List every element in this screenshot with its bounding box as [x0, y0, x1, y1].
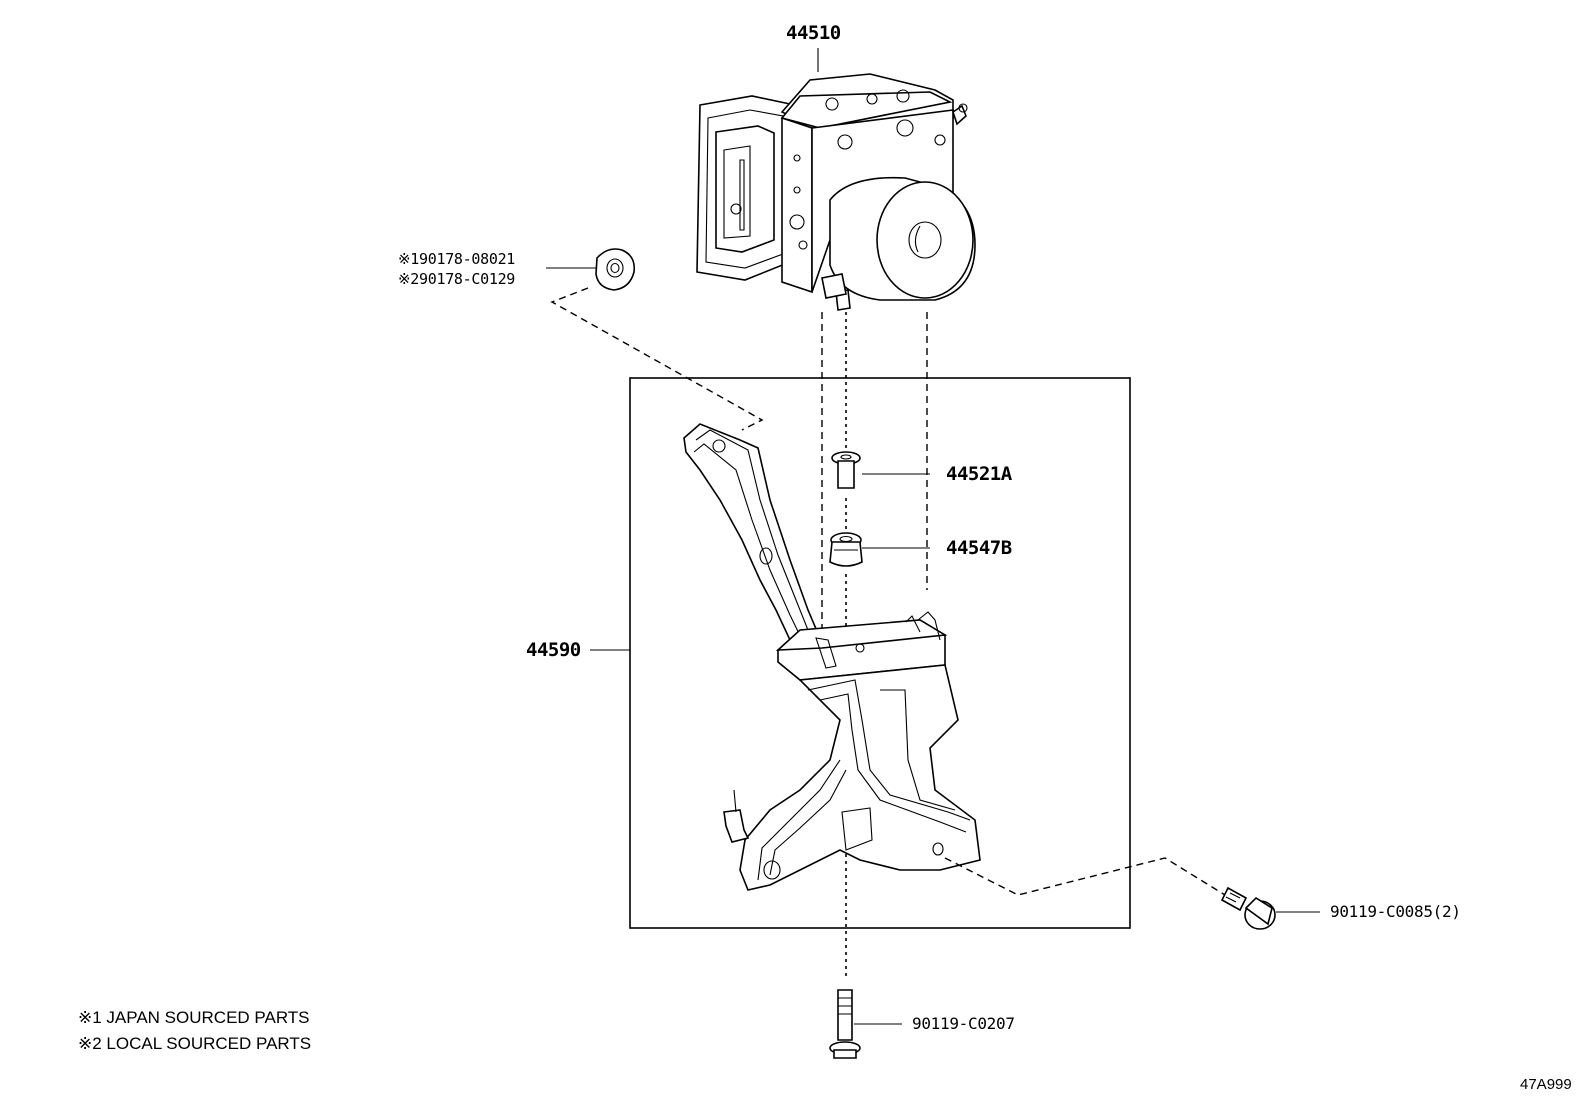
label-collar: 44521A: [946, 463, 1012, 485]
label-side-bolt: 90119-C0085(2): [1330, 902, 1461, 921]
bolt-side-guide: [944, 857, 1226, 896]
nut-local-number: 90178-C0129: [419, 270, 516, 288]
marker-japan: ※1: [398, 250, 419, 268]
label-nut-local: ※290178-C0129: [398, 270, 515, 288]
abs-actuator-drawing: [696, 48, 976, 311]
figure-id: 47A999: [1520, 1076, 1572, 1093]
label-actuator: 44510: [786, 22, 841, 44]
bracket-drawing: [683, 423, 981, 891]
marker-local: ※2: [398, 270, 419, 288]
nut-drawing: [546, 248, 764, 431]
side-bolt-drawing: [1220, 886, 1320, 930]
cushion-drawing: [829, 532, 930, 567]
label-nut-japan: ※190178-08021: [398, 250, 515, 268]
bottom-bolt-drawing: [829, 989, 902, 1059]
note-japan-sourced: ※1 JAPAN SOURCED PARTS: [78, 1008, 310, 1027]
bracket-group-frame: [629, 377, 1131, 929]
nut-japan-number: 90178-08021: [419, 250, 516, 268]
label-bracket: 44590: [526, 639, 581, 661]
label-bottom-bolt: 90119-C0207: [912, 1014, 1015, 1033]
label-cushion: 44547B: [946, 537, 1012, 559]
note-local-sourced: ※2 LOCAL SOURCED PARTS: [78, 1034, 312, 1053]
collar-drawing: [831, 451, 930, 489]
